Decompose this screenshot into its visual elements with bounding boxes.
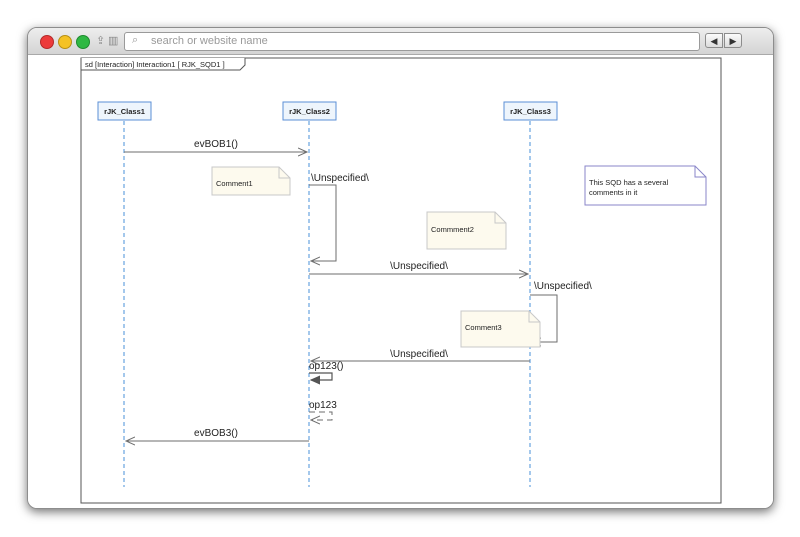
comment-note-2[interactable]: Commment2: [426, 211, 507, 250]
message-self-unspecified-c2[interactable]: \Unspecified\: [309, 173, 369, 261]
address-input[interactable]: [151, 34, 681, 48]
comment-note-3[interactable]: Comment3: [460, 310, 541, 348]
lifeline-head-rjk-class3[interactable]: rJK_Class3: [503, 101, 558, 121]
comment-text-line-2: comments in it: [589, 188, 638, 197]
forward-arrow-icon: ▶: [729, 36, 737, 46]
maximize-dot[interactable]: [76, 35, 90, 49]
message-label: op123(): [309, 361, 343, 372]
sequence-diagram: sd [Interaction] Interaction1 [ RJK_SQD1…: [80, 57, 722, 504]
message-label: evBOB3(): [194, 428, 238, 439]
message-evbob1[interactable]: evBOB1(): [124, 139, 307, 152]
share-icon[interactable]: ⇪: [96, 35, 106, 47]
browser-toolbar: ⇪ ▥ ⌕ ◀ ▶: [28, 28, 773, 55]
comment-text: Comment1: [216, 179, 253, 188]
lifeline-label: rJK_Class2: [289, 107, 330, 116]
frame-label: sd [Interaction] Interaction1 [ RJK_SQD1…: [85, 60, 225, 69]
forward-button[interactable]: ▶: [724, 33, 742, 48]
message-op123-call[interactable]: op123(): [309, 361, 343, 380]
comment-note-1[interactable]: Comment1: [211, 166, 291, 196]
back-button[interactable]: ◀: [705, 33, 723, 48]
lifeline-head-rjk-class1[interactable]: rJK_Class1: [97, 101, 152, 121]
comment-text: Commment2: [431, 225, 474, 234]
lifeline-label: rJK_Class1: [104, 107, 145, 116]
sidebar-icon[interactable]: ▥: [108, 35, 119, 47]
lifeline-label: rJK_Class3: [510, 107, 551, 116]
close-dot[interactable]: [40, 35, 54, 49]
message-evbob3[interactable]: evBOB3(): [126, 428, 309, 441]
comment-text-line-1: This SQD has a several: [589, 178, 669, 187]
message-label: \Unspecified\: [390, 261, 448, 272]
message-label: op123: [309, 400, 337, 411]
back-arrow-icon: ◀: [710, 36, 718, 46]
message-label: \Unspecified\: [534, 281, 592, 292]
minimize-dot[interactable]: [58, 35, 72, 49]
search-icon: ⌕: [132, 34, 139, 46]
message-label: \Unspecified\: [390, 349, 448, 360]
message-unspecified-c2-c3[interactable]: \Unspecified\: [309, 261, 528, 274]
message-op123-return[interactable]: op123: [309, 400, 337, 420]
message-label: \Unspecified\: [311, 173, 369, 184]
page-content: sd [Interaction] Interaction1 [ RJK_SQD1…: [28, 55, 773, 508]
frame-label-tab: [80, 58, 246, 71]
message-unspecified-c3-c2[interactable]: \Unspecified\: [311, 349, 530, 361]
browser-window: ⇪ ▥ ⌕ ◀ ▶ sd [Interaction] In: [27, 27, 774, 509]
comment-text: Comment3: [465, 323, 502, 332]
interaction-frame: [80, 57, 722, 504]
message-self-unspecified-c3[interactable]: \Unspecified\: [530, 281, 592, 342]
comment-note-4[interactable]: This SQD has a several comments in it: [584, 165, 707, 206]
lifeline-head-rjk-class2[interactable]: rJK_Class2: [282, 101, 337, 121]
address-bar[interactable]: ⌕: [124, 32, 700, 51]
message-label: evBOB1(): [194, 139, 238, 150]
